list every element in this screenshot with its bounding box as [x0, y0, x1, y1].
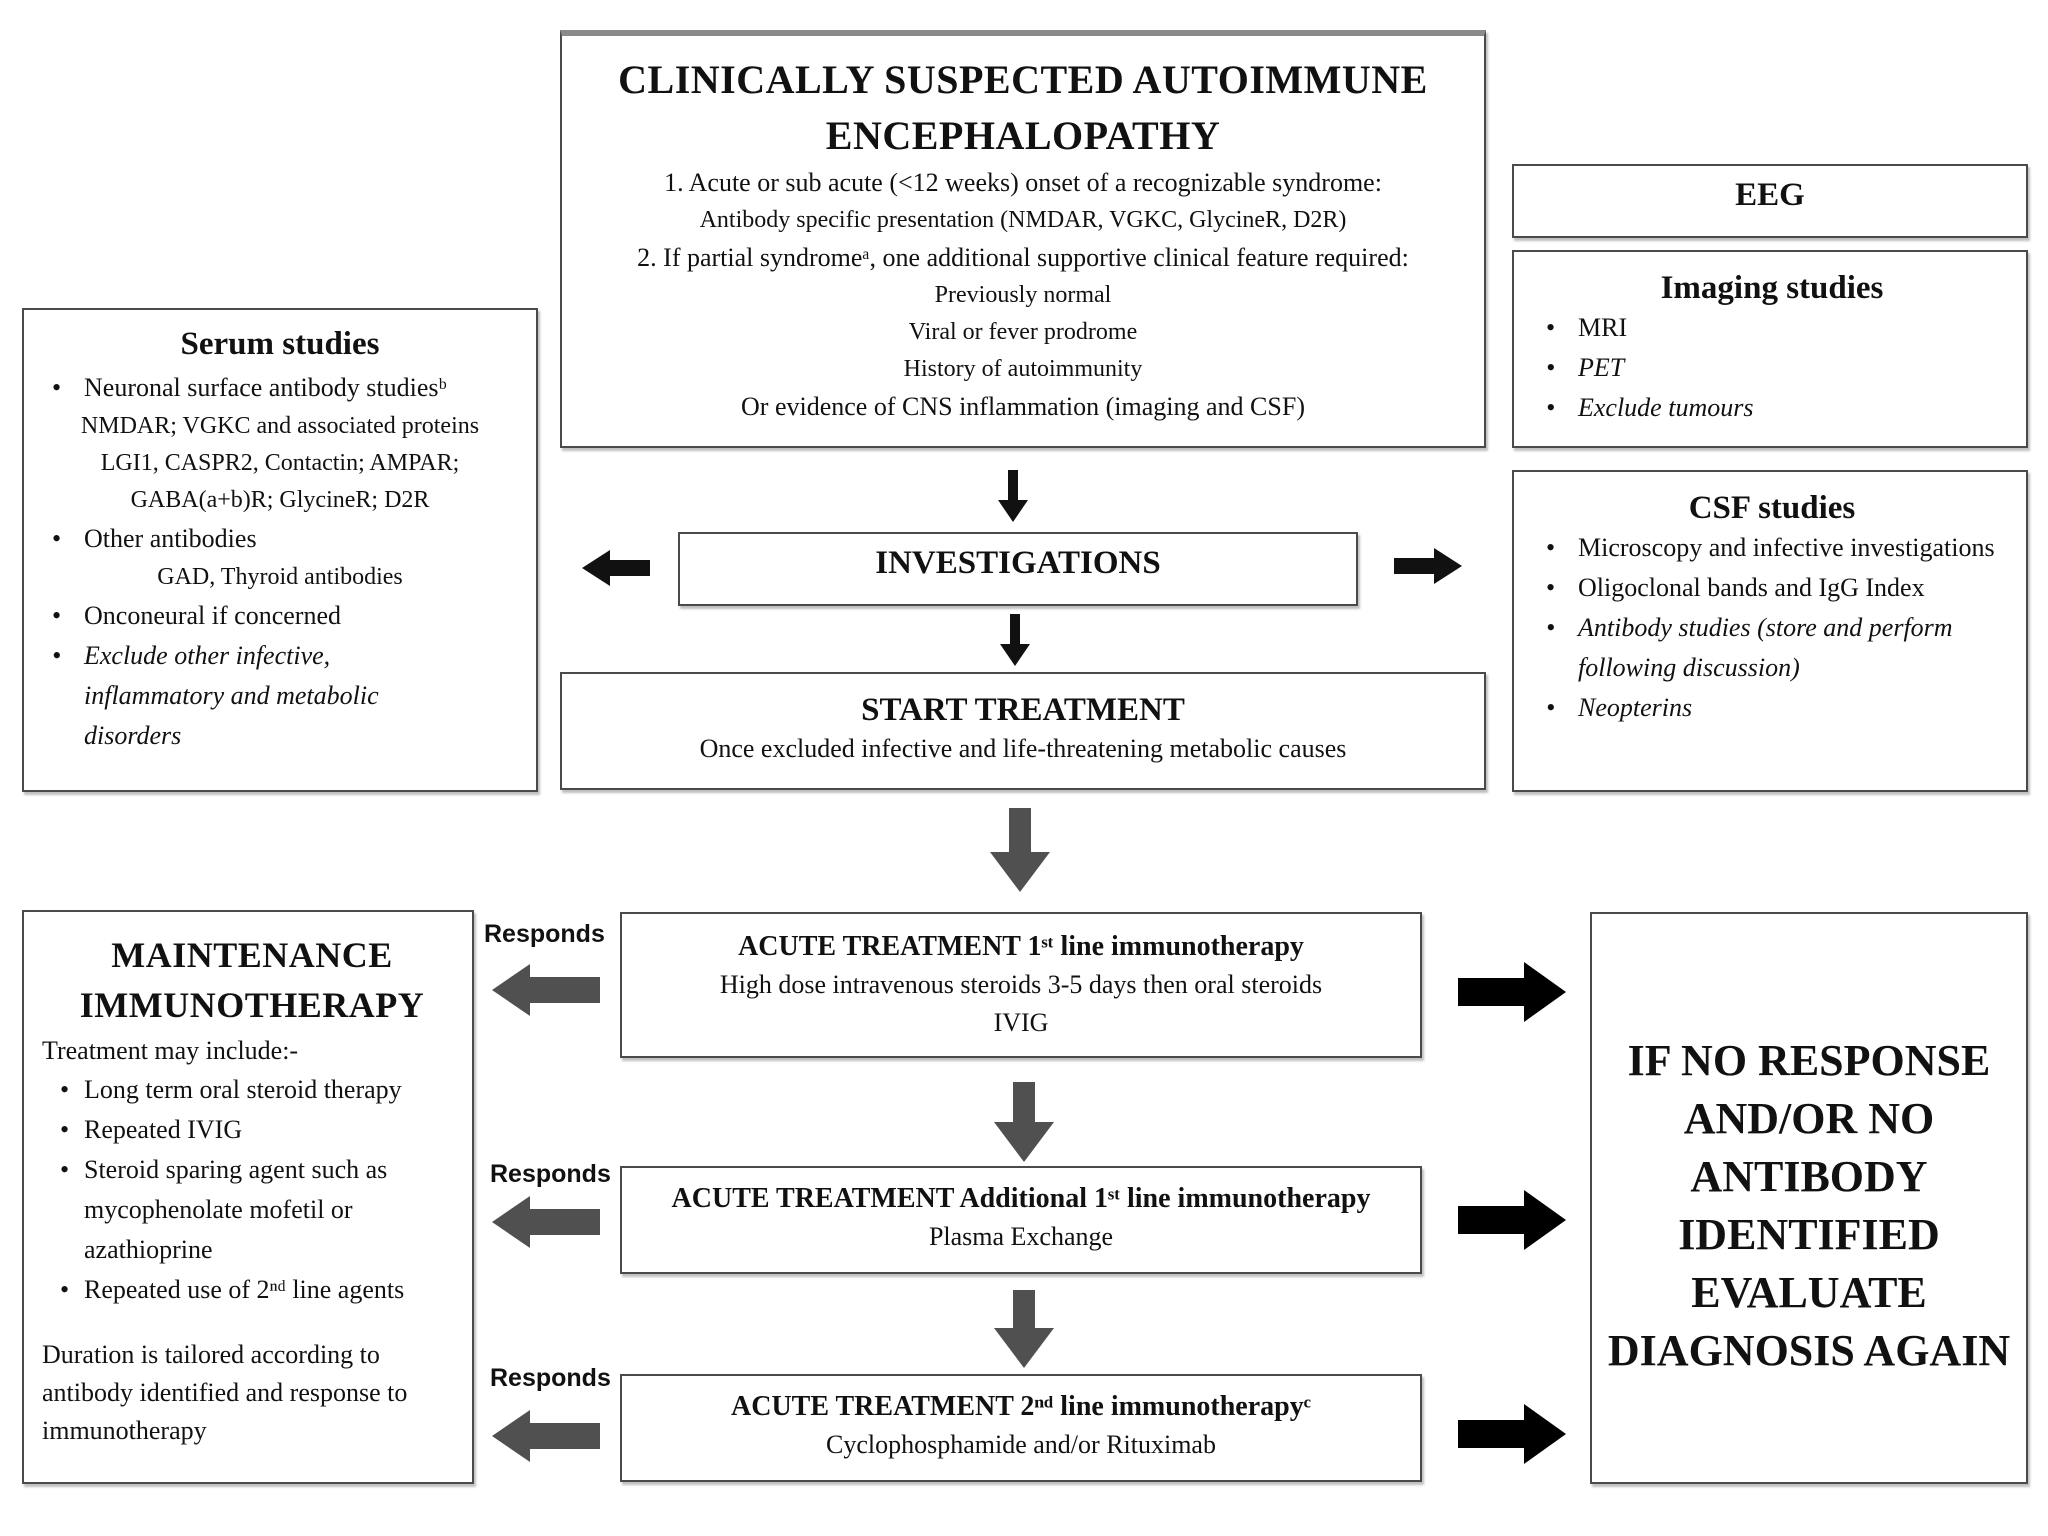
acute-treatment-1-line1: High dose intravenous steroids 3-5 days …: [719, 970, 1323, 999]
arrow-right-icon: [1458, 1190, 1566, 1250]
arrow-right-icon: [1394, 548, 1462, 584]
arrow-down-icon: [1000, 614, 1030, 666]
arrow-left-icon: [492, 1410, 600, 1462]
arrow-down-icon: [990, 808, 1050, 892]
maintenance-item: Long term oral steroid therapy: [42, 1070, 462, 1110]
no-response-line: AND/OR NO: [1683, 1094, 1935, 1143]
arrow-right-icon: [1458, 1404, 1566, 1464]
responds-label: Responds: [490, 1364, 611, 1392]
suspected-criterion-2: 2. If partial syndromeᵃ, one additional …: [637, 243, 1409, 272]
arrow-left-icon: [492, 1196, 600, 1248]
start-treatment-text: Once excluded infective and life-threate…: [699, 734, 1347, 763]
suspected-box: CLINICALLY SUSPECTED AUTOIMMUNE ENCEPHAL…: [560, 30, 1486, 448]
suspected-criterion-1-detail: Antibody specific presentation (NMDAR, V…: [699, 207, 1347, 233]
imaging-item: PET: [1528, 348, 2016, 388]
suspected-feature: Viral or fever prodrome: [908, 319, 1138, 345]
no-response-box: IF NO RESPONSE AND/OR NO ANTIBODY IDENTI…: [1590, 912, 2028, 1484]
suspected-feature: Previously normal: [934, 282, 1112, 308]
investigations-title: INVESTIGATIONS: [875, 545, 1161, 581]
serum-subitem: LGI1, CASPR2, Contactin; AMPAR;: [100, 450, 460, 476]
maintenance-item: Repeated use of 2ⁿᵈ line agents: [42, 1270, 462, 1310]
maintenance-title-line1: MAINTENANCE: [111, 935, 393, 975]
responds-label: Responds: [484, 920, 605, 948]
imaging-item: Exclude tumours: [1528, 388, 2016, 428]
maintenance-title-line2: IMMUNOTHERAPY: [79, 985, 425, 1025]
csf-item: Neopterins: [1528, 688, 2016, 728]
csf-studies-title: CSF studies: [1688, 490, 1856, 526]
arrow-down-icon: [994, 1082, 1054, 1162]
serum-studies-box: Serum studies Neuronal surface antibody …: [22, 308, 538, 792]
maintenance-box: MAINTENANCE IMMUNOTHERAPY Treatment may …: [22, 910, 474, 1484]
serum-studies-title: Serum studies: [180, 326, 380, 362]
acute-treatment-2-box: ACUTE TREATMENT Additional 1ˢᵗ line immu…: [620, 1166, 1422, 1274]
acute-treatment-3-title: ACUTE TREATMENT 2ⁿᵈ line immunotherapyᶜ: [731, 1391, 1311, 1422]
suspected-title-line2: ENCEPHALOPATHY: [825, 113, 1221, 158]
acute-treatment-3-box: ACUTE TREATMENT 2ⁿᵈ line immunotherapyᶜ …: [620, 1374, 1422, 1482]
csf-item: Microscopy and infective investigations: [1528, 528, 2016, 568]
start-treatment-box: START TREATMENT Once excluded infective …: [560, 672, 1486, 790]
serum-item: Other antibodies: [34, 519, 526, 559]
acute-treatment-1-line2: IVIG: [993, 1008, 1049, 1037]
suspected-title-line1: CLINICALLY SUSPECTED AUTOIMMUNE: [618, 57, 1428, 102]
serum-subitem: GAD, Thyroid antibodies: [157, 564, 403, 590]
acute-treatment-2-title: ACUTE TREATMENT Additional 1ˢᵗ line immu…: [671, 1183, 1371, 1214]
start-treatment-title: START TREATMENT: [861, 692, 1185, 728]
imaging-studies-title: Imaging studies: [1660, 270, 1884, 306]
suspected-criterion-1: 1. Acute or sub acute (<12 weeks) onset …: [664, 168, 1382, 197]
arrow-down-icon: [994, 1290, 1054, 1368]
acute-treatment-1-title: ACUTE TREATMENT 1ˢᵗ line immunotherapy: [738, 931, 1304, 962]
no-response-line: EVALUATE: [1691, 1268, 1927, 1317]
serum-subitem: NMDAR; VGKC and associated proteins: [80, 413, 480, 439]
responds-label: Responds: [490, 1160, 611, 1188]
csf-item: Antibody studies (store and perform foll…: [1528, 608, 2016, 688]
suspected-feature: Or evidence of CNS inflammation (imaging…: [741, 392, 1305, 421]
serum-subitem: GABA(a+b)R; GlycineR; D2R: [130, 487, 430, 513]
maintenance-intro: Treatment may include:-: [42, 1036, 299, 1065]
no-response-line: IF NO RESPONSE: [1627, 1036, 1991, 1085]
no-response-line: ANTIBODY: [1690, 1152, 1928, 1201]
arrow-left-icon: [492, 964, 600, 1016]
serum-item: Exclude other infective, inflammatory an…: [34, 636, 526, 756]
acute-treatment-2-line1: Plasma Exchange: [928, 1222, 1114, 1251]
investigations-box: INVESTIGATIONS: [678, 532, 1358, 606]
csf-item: Oligoclonal bands and IgG Index: [1528, 568, 2016, 608]
imaging-item: MRI: [1528, 308, 2016, 348]
suspected-feature: History of autoimmunity: [903, 356, 1143, 382]
arrow-left-icon: [582, 550, 650, 586]
no-response-line: IDENTIFIED: [1678, 1210, 1940, 1259]
imaging-studies-box: Imaging studies MRI PET Exclude tumours: [1512, 250, 2028, 448]
eeg-title: EEG: [1735, 177, 1805, 213]
eeg-box: EEG: [1512, 164, 2028, 238]
maintenance-item: Repeated IVIG: [42, 1110, 462, 1150]
csf-studies-box: CSF studies Microscopy and infective inv…: [1512, 470, 2028, 792]
serum-item: Onconeural if concerned: [34, 596, 526, 636]
maintenance-item: Steroid sparing agent such as mycophenol…: [42, 1150, 462, 1270]
arrow-down-icon: [998, 470, 1028, 522]
acute-treatment-1-box: ACUTE TREATMENT 1ˢᵗ line immunotherapy H…: [620, 912, 1422, 1058]
arrow-right-icon: [1458, 962, 1566, 1022]
acute-treatment-3-line1: Cyclophosphamide and/or Rituximab: [826, 1430, 1216, 1459]
maintenance-duration: Duration is tailored according to antibo…: [42, 1340, 408, 1445]
no-response-line: DIAGNOSIS AGAIN: [1607, 1326, 2011, 1375]
serum-item: Neuronal surface antibody studiesᵇ: [34, 368, 526, 408]
